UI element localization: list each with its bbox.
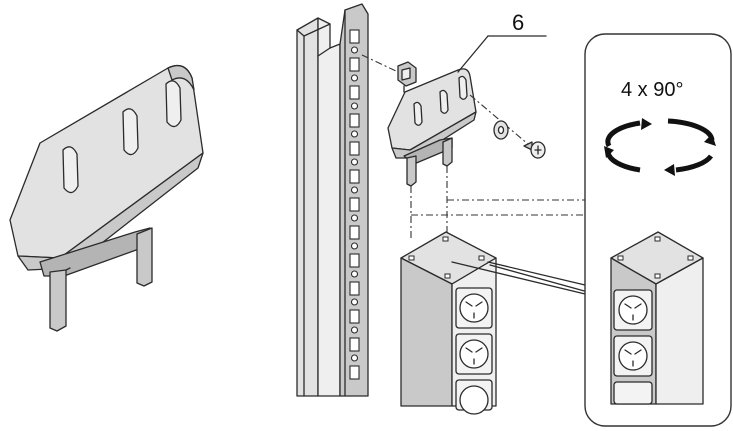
- outlet-icon: [613, 289, 653, 331]
- bracket-slot: [62, 146, 79, 194]
- rail-lip: [303, 35, 331, 397]
- zoom-leader-line: [451, 261, 611, 301]
- bracket-top-edge: [167, 64, 195, 91]
- washer-icon: [493, 120, 509, 140]
- part-number-label: 6: [512, 10, 524, 35]
- rail-holes: [349, 29, 360, 380]
- bracket-small: [387, 68, 477, 187]
- bracket-slot: [122, 108, 139, 156]
- bracket-large: [9, 64, 204, 332]
- cage-nut-icon: [397, 61, 417, 93]
- outlet-icon: [613, 335, 653, 377]
- rail-channel: [296, 17, 319, 397]
- pdu-unit: [400, 231, 497, 415]
- assembly-guide-line: [361, 54, 399, 73]
- assembly-guide-line: [469, 94, 536, 151]
- screw-icon: [523, 141, 546, 159]
- bracket-tab: [49, 269, 67, 332]
- rotation-label: 4 x 90°: [621, 79, 683, 101]
- outlet-icon: [455, 287, 493, 329]
- outlet-icon: [455, 333, 493, 375]
- outlet-icon: [455, 379, 493, 415]
- outlet-icon: [613, 381, 653, 405]
- bracket-slot: [165, 80, 182, 128]
- zoom-leader-line: [489, 264, 589, 293]
- rotate-arrows-icon: [604, 118, 716, 176]
- rail-channel-face: [317, 17, 341, 397]
- bracket-tab: [136, 227, 153, 287]
- rack-rail: [296, 3, 369, 397]
- part-callout: 6: [457, 10, 547, 73]
- pdu-unit-detail: [610, 231, 704, 405]
